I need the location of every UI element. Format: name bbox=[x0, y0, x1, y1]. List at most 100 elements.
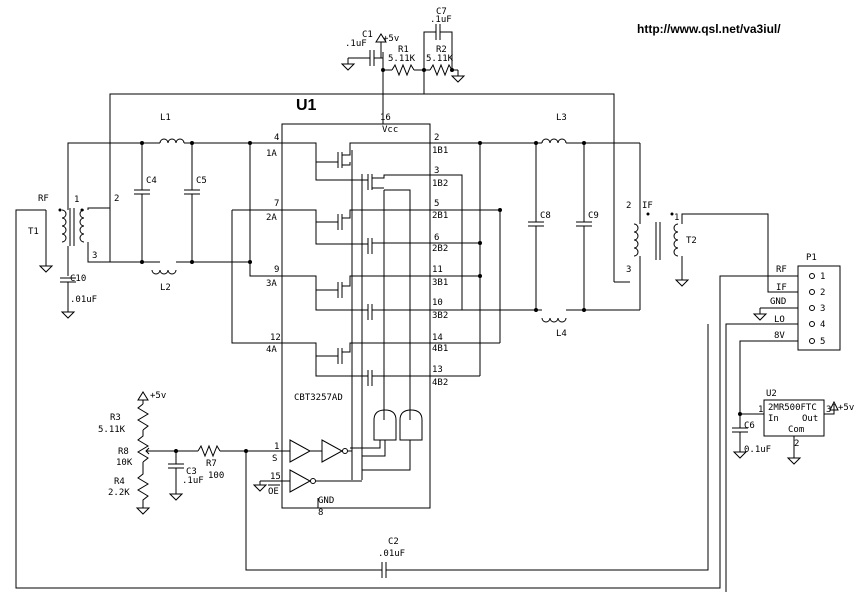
t2-pin2: 2 bbox=[626, 201, 631, 211]
p1-pin-num: 5 bbox=[820, 337, 825, 347]
pin-name: 1B2 bbox=[432, 179, 448, 189]
t2-transformer bbox=[633, 212, 679, 260]
r3-ref: R3 bbox=[110, 413, 121, 423]
u2-com-label: Com bbox=[788, 425, 804, 435]
bias-bus-right bbox=[424, 93, 615, 282]
pin-num: 11 bbox=[432, 265, 443, 275]
r8-pot bbox=[137, 430, 149, 463]
and-gate-2 bbox=[399, 409, 423, 441]
pin-num: 5 bbox=[434, 199, 439, 209]
and2-input bbox=[362, 440, 411, 471]
gnd-icon bbox=[60, 311, 76, 319]
r4-value: 2.2K bbox=[108, 488, 130, 498]
l1-ref: L1 bbox=[160, 113, 171, 123]
l3-inductor bbox=[541, 138, 567, 144]
c7-ref: C7 bbox=[436, 7, 447, 17]
if-label-t2: IF bbox=[642, 201, 653, 211]
gnd-icon bbox=[674, 279, 690, 287]
and-feed bbox=[350, 440, 381, 449]
p1-ref: P1 bbox=[806, 253, 817, 263]
pin-name: 1A bbox=[266, 149, 277, 159]
c2-ref: C2 bbox=[388, 537, 399, 547]
t1-transformer bbox=[58, 208, 85, 246]
t2-ref: T2 bbox=[686, 236, 697, 246]
pin-num: 7 bbox=[274, 199, 279, 209]
l2-ref: L2 bbox=[160, 283, 171, 293]
inverter-bubble bbox=[342, 448, 348, 454]
p1-pin-name: LO bbox=[774, 315, 785, 325]
pin-num: 15 bbox=[270, 472, 281, 482]
r2-resistor bbox=[429, 63, 453, 77]
pin-name: 2A bbox=[266, 213, 277, 223]
c3-value: .1uF bbox=[182, 476, 204, 486]
p1-pin-name: GND bbox=[770, 297, 786, 307]
r4-resistor bbox=[137, 462, 149, 508]
r8-ref: R8 bbox=[118, 447, 129, 457]
plus5v-arrow bbox=[137, 391, 149, 401]
u1-gnd-label: GND bbox=[318, 496, 334, 506]
oe-bubble bbox=[310, 478, 316, 484]
source-url: http://www.qsl.net/va3iul/ bbox=[637, 22, 781, 36]
and1-input bbox=[362, 440, 386, 457]
pin-name: 2B2 bbox=[432, 244, 448, 254]
lo-line bbox=[725, 323, 798, 592]
p1-pin-name: 8V bbox=[774, 331, 785, 341]
p1-pin-num: 3 bbox=[820, 304, 825, 314]
t2-pin3: 3 bbox=[626, 265, 631, 275]
l3-ref: L3 bbox=[556, 113, 567, 123]
t2-pin1: 1 bbox=[674, 213, 679, 223]
c4-ref: C4 bbox=[146, 176, 157, 186]
u1-chip-body bbox=[281, 123, 431, 509]
l4-inductor bbox=[541, 317, 567, 323]
u1-left-pins: 4 1A 7 2A 9 3A 12 4A 1 S 15 OE bbox=[266, 133, 281, 497]
r4-ref: R4 bbox=[114, 477, 125, 487]
pin-name: 1B1 bbox=[432, 146, 448, 156]
u2-in-label: In bbox=[768, 414, 779, 424]
and-gate-1 bbox=[373, 409, 397, 441]
c6-value: 0.1uF bbox=[744, 445, 771, 455]
l1-inductor bbox=[159, 138, 185, 144]
pin-name: S bbox=[272, 454, 277, 464]
l4-ref: L4 bbox=[556, 329, 567, 339]
buffer-oe bbox=[289, 469, 312, 493]
pin-name: 3A bbox=[266, 279, 277, 289]
r2-value: 5.11K bbox=[426, 54, 454, 64]
c5-ref: C5 bbox=[196, 176, 207, 186]
t1-ref: T1 bbox=[28, 227, 39, 237]
c7-value: .1uF bbox=[430, 15, 452, 25]
p1-pins: RF 1 IF 2 GND 3 LO 4 8V 5 bbox=[770, 265, 825, 347]
pin-name: OE bbox=[268, 487, 279, 497]
c10-ref: C10 bbox=[70, 274, 86, 284]
u1-vcc-pin-num: 16 bbox=[380, 113, 391, 123]
c6-ref: C6 bbox=[744, 421, 755, 431]
title-u1: U1 bbox=[296, 97, 317, 114]
c8-ref: C8 bbox=[540, 211, 551, 221]
t1-pin2: 2 bbox=[114, 194, 119, 204]
r7-ref: R7 bbox=[206, 459, 217, 469]
t1-pin1: 1 bbox=[74, 195, 79, 205]
c1-ref: C1 bbox=[362, 30, 373, 40]
pin-num: 3 bbox=[434, 166, 439, 176]
c1-value: .1uF bbox=[345, 39, 367, 49]
pin-name: 2B1 bbox=[432, 211, 448, 221]
pin-name: 4A bbox=[266, 345, 277, 355]
gnd-icon bbox=[252, 484, 268, 492]
gnd-icon bbox=[752, 313, 768, 321]
pin-num: 4 bbox=[274, 133, 279, 143]
gnd-icon bbox=[340, 63, 356, 71]
pin-num: 2 bbox=[434, 133, 439, 143]
p1-pin-num: 1 bbox=[820, 272, 825, 282]
rf-line bbox=[15, 209, 768, 589]
pin-num: 6 bbox=[434, 233, 439, 243]
pin-num: 13 bbox=[432, 365, 443, 375]
8v-line bbox=[739, 340, 798, 414]
c3-ref: C3 bbox=[186, 467, 197, 477]
r3-value: 5.11K bbox=[98, 425, 126, 435]
pin-name: 4B2 bbox=[432, 378, 448, 388]
u1-gnd-pin-num: 8 bbox=[318, 508, 323, 518]
gnd-icon bbox=[38, 265, 54, 273]
r1-value: 5.11K bbox=[388, 54, 416, 64]
plus5v-r3: +5v bbox=[150, 391, 166, 401]
u2-part: 2MR500FTC bbox=[768, 403, 817, 413]
